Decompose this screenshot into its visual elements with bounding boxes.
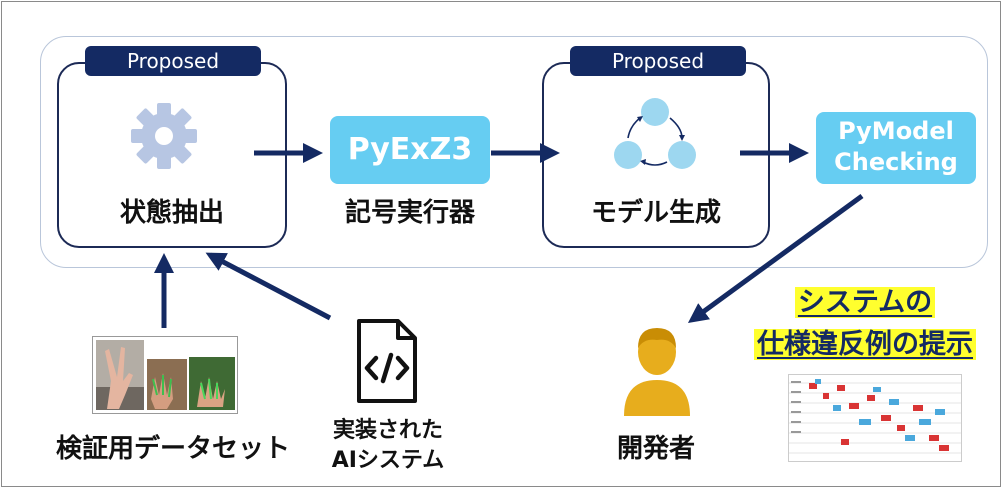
dataset-label: 検証用データセット <box>55 434 290 464</box>
ai-system-line1: 実装された <box>332 418 443 443</box>
state-extraction-label: 状態抽出 <box>119 198 224 228</box>
dataset-photos <box>92 336 238 414</box>
pymodel-checking-box: PyModel Checking <box>816 112 976 184</box>
hand-gesture-photos <box>96 340 235 410</box>
model-generation-card <box>542 62 770 248</box>
arrow-ai-to-state <box>205 252 332 321</box>
gear-icon <box>131 103 197 169</box>
developer-label: 開発者 <box>616 434 695 464</box>
counterexample-line2: 仕様違反例の提示 <box>754 329 976 360</box>
arrow-checker-to-developer <box>687 193 864 323</box>
pymodel-line1: PyModel <box>838 117 954 145</box>
pyexz3-box: PyExZ3 <box>330 116 490 184</box>
proposed-tag-2: Proposed <box>570 46 746 76</box>
proposed-tag-1: Proposed <box>85 46 261 76</box>
counterexample-line1: システムの <box>794 287 936 318</box>
cycle-icon <box>614 98 696 169</box>
ai-system-label: 実装された AIシステム <box>318 416 458 476</box>
counterexample-trace-chart <box>788 374 962 462</box>
person-icon <box>624 328 690 416</box>
symbolic-executor-label: 記号実行器 <box>344 198 475 228</box>
pipeline-container <box>40 36 988 268</box>
pymodel-line2: Checking <box>834 148 958 176</box>
model-generation-label: モデル生成 <box>590 198 721 228</box>
code-file-icon <box>357 319 417 403</box>
ai-system-line2: AIシステム <box>331 448 445 473</box>
counterexample-text: システムの 仕様違反例の提示 <box>730 282 1000 366</box>
